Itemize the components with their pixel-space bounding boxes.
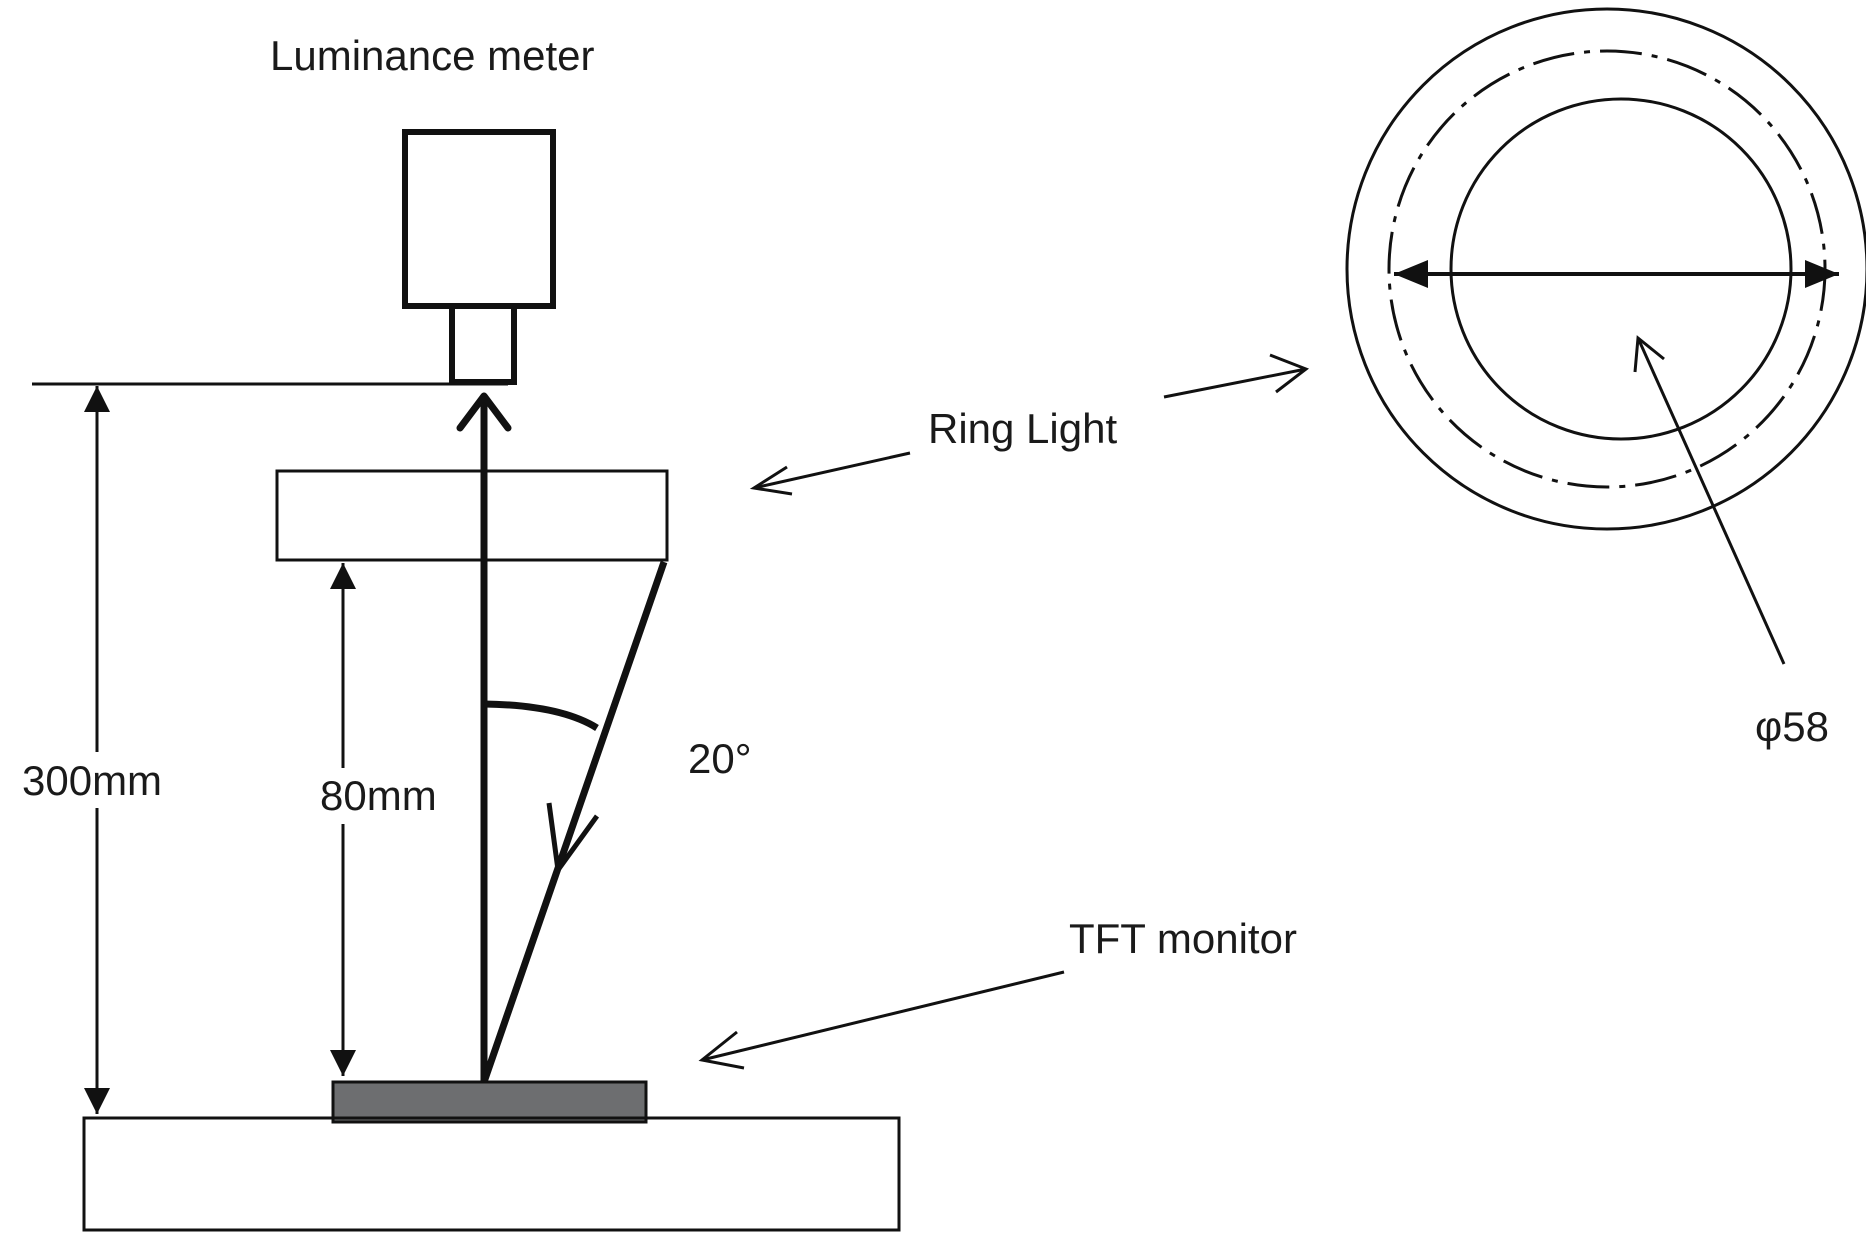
label-backdrop bbox=[316, 768, 456, 824]
height-300-label: 300mm bbox=[22, 757, 162, 804]
tft-monitor-label: TFT monitor bbox=[1069, 915, 1297, 962]
arrow-icon bbox=[1269, 353, 1310, 394]
ring-light-side-view bbox=[275, 469, 669, 562]
arrow-icon bbox=[749, 465, 793, 496]
base-stage bbox=[82, 1116, 901, 1232]
ring-light-label: Ring Light bbox=[928, 405, 1117, 452]
diameter-dimension bbox=[1394, 260, 1839, 288]
diameter-pointer bbox=[1636, 337, 1786, 665]
height-80-label: 80mm bbox=[320, 772, 437, 819]
tft-monitor-panel bbox=[331, 1080, 648, 1124]
luminance-meter-label: Luminance meter bbox=[270, 32, 595, 79]
tft-monitor-pointer bbox=[701, 970, 1065, 1062]
luminance-meter bbox=[402, 129, 556, 385]
dimension-300mm bbox=[84, 386, 110, 1114]
incident-ray bbox=[480, 560, 668, 1084]
diameter-label: φ58 bbox=[1755, 703, 1829, 750]
angle-label: 20° bbox=[688, 735, 752, 782]
angle-arc bbox=[483, 700, 599, 731]
down-arrow-icon bbox=[546, 802, 600, 877]
ring-light-pointer-right bbox=[1163, 367, 1307, 399]
arrow-icon bbox=[1633, 335, 1665, 373]
ring-light-top-view bbox=[1345, 7, 1866, 531]
arrow-icon bbox=[698, 1030, 745, 1070]
ring-light-pointer-left bbox=[753, 451, 911, 490]
up-arrow-icon bbox=[456, 392, 512, 432]
label-backdrop bbox=[18, 752, 180, 808]
